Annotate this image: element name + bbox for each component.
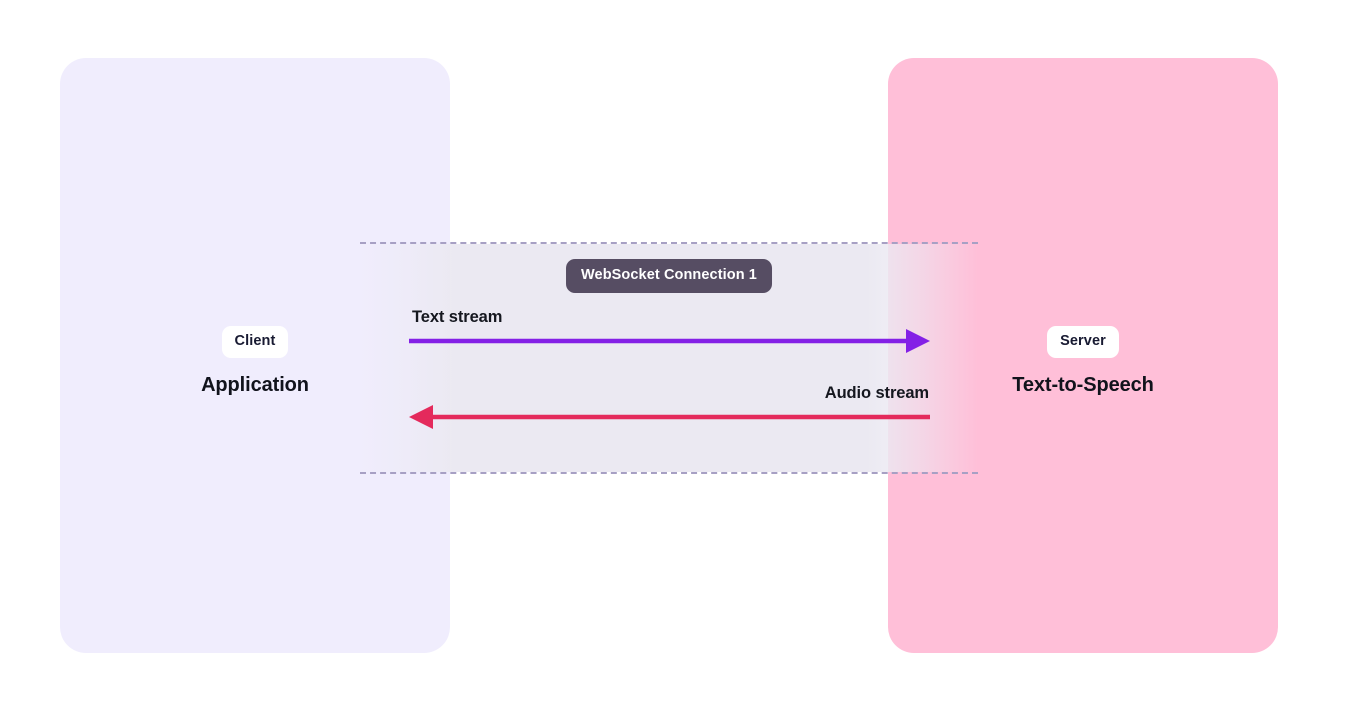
text-stream-arrow-icon: [409, 329, 930, 353]
client-role-badge: Client: [221, 326, 289, 358]
websocket-connection-label: WebSocket Connection 1: [566, 259, 772, 293]
text-stream-flow: Text stream: [409, 308, 930, 353]
audio-stream-flow: Audio stream: [409, 384, 930, 429]
server-panel-title: Text-to-Speech: [1012, 373, 1154, 396]
text-stream-label: Text stream: [412, 308, 503, 326]
audio-stream-label: Audio stream: [824, 384, 929, 402]
audio-stream-arrow-icon: [409, 405, 930, 429]
websocket-connection-band: WebSocket Connection 1: [360, 242, 978, 474]
client-panel-title: Application: [201, 373, 309, 396]
server-role-badge: Server: [1047, 326, 1119, 358]
server-panel-content: Server Text-to-Speech: [888, 326, 1278, 397]
client-panel-content: Client Application: [60, 326, 450, 397]
